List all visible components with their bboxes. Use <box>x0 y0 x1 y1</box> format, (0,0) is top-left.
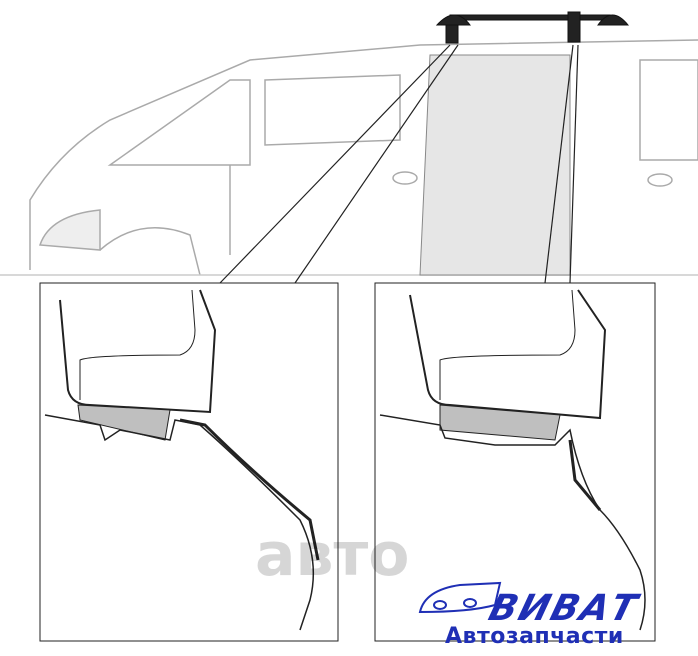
callout-lines <box>219 44 579 284</box>
detail-panel-left <box>39 282 339 642</box>
van-illustration <box>0 39 698 276</box>
roof-rack <box>435 11 630 44</box>
logo-subtitle: Автозапчасти <box>445 624 624 649</box>
logo-brand: ВИВАТ <box>484 588 643 629</box>
detail-panel-right <box>374 282 656 642</box>
logo-car-icon <box>418 581 502 614</box>
door-opening <box>419 54 571 276</box>
